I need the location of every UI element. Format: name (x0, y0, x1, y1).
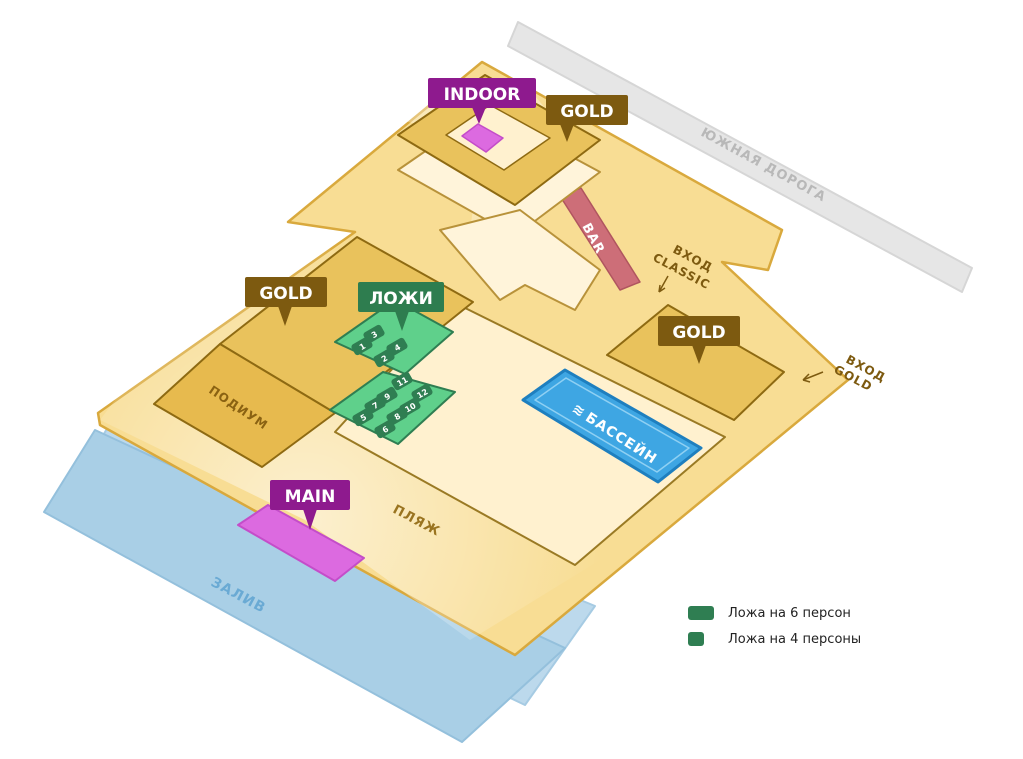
lodge-number: 8 (393, 411, 403, 422)
arrow-down-left-icon (658, 275, 669, 293)
gold-zone-right[interactable] (606, 304, 785, 421)
lodge-box[interactable]: 12 (410, 383, 433, 403)
lodge-box[interactable]: 5 (351, 407, 374, 427)
lodge-number: 2 (380, 354, 389, 365)
lodge-four-swatch (688, 632, 704, 646)
lodge-number: 9 (383, 391, 393, 402)
lodge-number: 4 (393, 342, 403, 353)
arrow-left-icon (802, 371, 824, 383)
pool-inner (534, 377, 690, 473)
indoor-tag-label: INDOOR (444, 85, 521, 105)
indoor-stage[interactable] (461, 123, 504, 153)
gold-right-tag[interactable]: GOLD (658, 316, 740, 364)
lodges-tag-label: ЛОЖИ (369, 289, 433, 309)
pool[interactable] (521, 368, 703, 484)
lodge-box[interactable]: 6 (373, 419, 396, 439)
lodge-box[interactable]: 11 (390, 371, 413, 391)
lodge-six-swatch (688, 606, 714, 620)
lodge-box[interactable]: 8 (385, 406, 408, 426)
legend-row-four: Ложа на 4 персоны (688, 626, 861, 652)
south-road (507, 21, 973, 293)
gold-top-tag-label: GOLD (560, 102, 613, 122)
gold-right-tag-label: GOLD (672, 323, 725, 343)
lodge-box[interactable]: 1 (350, 336, 373, 356)
legend-row-six: Ложа на 6 персон (688, 600, 861, 626)
legend-four-label: Ложа на 4 персоны (728, 631, 862, 647)
lodge-number: 7 (371, 401, 380, 412)
main-tag-label: MAIN (285, 487, 336, 507)
legend-six-label: Ложа на 6 персон (728, 605, 851, 621)
gold-top-tag[interactable]: GOLD (546, 95, 628, 142)
lodge-box[interactable]: 2 (372, 348, 395, 368)
lodge-group-a-boxes: 3 4 1 2 (350, 324, 408, 368)
legend: Ложа на 6 персон Ложа на 4 персоны (688, 600, 861, 652)
gold-left-tag[interactable]: GOLD (245, 277, 327, 326)
main-tag[interactable]: MAIN (270, 480, 350, 530)
main-stage[interactable] (237, 504, 365, 582)
lodge-number: 5 (359, 412, 369, 423)
gold-left-tag-label: GOLD (259, 284, 312, 304)
indoor-tag[interactable]: INDOOR (428, 78, 536, 124)
lodge-number: 6 (381, 424, 391, 435)
lodge-number: 1 (358, 341, 368, 352)
indoor-floor-ramp (439, 209, 601, 311)
lodges-tag[interactable]: ЛОЖИ (358, 282, 444, 331)
lodge-number: 3 (370, 330, 379, 341)
